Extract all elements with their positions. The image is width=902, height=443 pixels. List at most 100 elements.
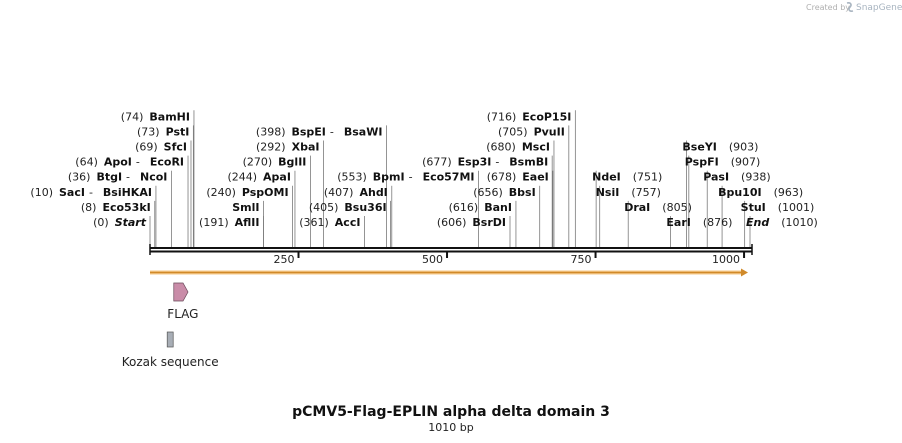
site-enzyme-name: BanI (484, 201, 512, 214)
site-position: (876) (703, 216, 733, 229)
site-position: (191) (199, 216, 229, 229)
restriction-site: (963) Bpu10I (718, 186, 803, 199)
restriction-site: (751) NdeI (592, 171, 662, 184)
site-enzyme-name: SmlI (232, 201, 259, 214)
site-enzyme-name: SfcI (164, 141, 187, 154)
site-position: (903) (729, 141, 759, 154)
scale-tick-label: 750 (571, 253, 592, 266)
site-enzyme-name: BbsI (509, 186, 536, 199)
site-enzyme-name: AflII (235, 216, 260, 229)
site-enzyme-name: EcoP15I (522, 110, 571, 123)
scale-ticks: 250 500 750 1000 (149, 244, 753, 266)
site-position: (938) (741, 171, 771, 184)
map-length: 1010 bp (428, 421, 473, 434)
site-enzyme-name: NdeI (592, 171, 621, 184)
site-enzyme-name: PspFI (685, 156, 719, 169)
site-enzyme-name: PspOMI (242, 186, 289, 199)
site-position: (963) (774, 186, 804, 199)
site-enzyme-name: BtgI (96, 171, 122, 184)
restriction-site: (0) Start (93, 216, 147, 229)
site-enzyme-name: PstI (166, 125, 190, 138)
restriction-site: (1010)End (746, 216, 818, 229)
site-enzyme-name: NsiI (596, 186, 620, 199)
site-position: (407) (324, 186, 354, 199)
snapgene-logo-icon (846, 2, 854, 12)
orf-arrowhead-icon (741, 268, 748, 277)
site-enzyme-name: MscI (522, 141, 550, 154)
restriction-site: (716)EcoP15I (487, 110, 572, 123)
site-enzyme-name: EarI (666, 216, 690, 229)
scale-tick-label: 500 (422, 253, 443, 266)
site-enzyme-name: BpmI (373, 171, 405, 184)
site-position: (606) (437, 216, 467, 229)
site-enzyme-name: DraI (624, 201, 650, 214)
scale-tick-label: 250 (274, 253, 295, 266)
site-position: (680) (486, 141, 516, 154)
restriction-site: (938)PasI (703, 171, 770, 184)
restriction-site: (616) BanI (449, 201, 512, 214)
restriction-site: (805)DraI (624, 201, 692, 214)
sequence-backbone (150, 247, 752, 253)
restriction-site: (73) PstI (137, 125, 189, 138)
site-position: (1001) (778, 201, 815, 214)
map-title: pCMV5-Flag-EPLIN alpha delta domain 3 (292, 404, 610, 420)
site-enzyme-name: Bsu36I (344, 201, 386, 214)
restriction-site: (606) BsrDI (437, 216, 506, 229)
site-enzyme-name: BamHI (149, 110, 190, 123)
site-leader-lines (149, 110, 751, 247)
restriction-site: (69) SfcI (135, 141, 187, 154)
restriction-site: (1001) StuI (741, 201, 815, 214)
credit-brand: SnapGene (856, 3, 902, 13)
site-enzyme-name: BsrDI (472, 216, 506, 229)
restriction-site: (903) BseYI (682, 141, 758, 154)
feature-flag-label: FLAG (167, 307, 198, 321)
site-position: (292) (256, 141, 286, 154)
site-position: (751) (633, 171, 663, 184)
site-enzyme-name: Bpu10I (718, 186, 762, 199)
site-enzyme-name: BsaWI (344, 125, 383, 138)
site-position: (616) (449, 201, 479, 214)
restriction-site: (8)Eco53kI (81, 201, 151, 214)
restriction-site: (907) PspFI (685, 156, 760, 169)
restriction-site: (553)BpmI-Eco57MI (337, 171, 474, 184)
site-labels: (0)Start(8)Eco53kI(10)SacI-BsiHKAI(36)Bt… (30, 110, 817, 229)
restriction-site: (10)SacI-BsiHKAI (30, 186, 152, 199)
site-position: (405) (309, 201, 339, 214)
site-position: (36) (68, 171, 91, 184)
site-enzyme-name: EcoRI (150, 156, 184, 169)
site-enzyme-name: BseYI (682, 141, 716, 154)
restriction-site: (270)BglII (243, 156, 307, 169)
site-enzyme-name: BsmBI (509, 156, 548, 169)
restriction-site: (398)BspEI-BsaWI (256, 125, 383, 138)
site-position: (69) (135, 141, 158, 154)
site-enzyme-name: NcoI (140, 171, 167, 184)
site-position: (1010) (781, 216, 818, 229)
site-enzyme-name: Esp3I (458, 156, 492, 169)
site-position: (240) (206, 186, 236, 199)
site-name-separator: - (495, 156, 499, 169)
restriction-site: (656) BbsI (473, 186, 535, 199)
site-position: (0) (93, 216, 109, 229)
site-position: (270) (243, 156, 273, 169)
site-position: (10) (30, 186, 53, 199)
site-name-separator: - (330, 125, 334, 138)
site-enzyme-name: Eco53kI (102, 201, 150, 214)
site-position: (757) (631, 186, 661, 199)
restriction-site: (292)XbaI (256, 141, 319, 154)
site-enzyme-name: Start (115, 216, 147, 229)
feature-flag-arrow (173, 282, 189, 302)
site-position: (677) (422, 156, 452, 169)
site-position: (361) (299, 216, 329, 229)
site-position: (73) (137, 125, 160, 138)
restriction-site: (244)ApaI (227, 171, 290, 184)
restriction-site: (74)BamHI (121, 110, 190, 123)
restriction-site: (876) EarI (666, 216, 732, 229)
restriction-site: (757) NsiI (596, 186, 661, 199)
scale-tick-label: 1000 (712, 253, 740, 266)
site-position: (907) (731, 156, 761, 169)
site-position: (656) (473, 186, 503, 199)
site-enzyme-name: StuI (741, 201, 766, 214)
site-enzyme-name: SacI (59, 186, 85, 199)
